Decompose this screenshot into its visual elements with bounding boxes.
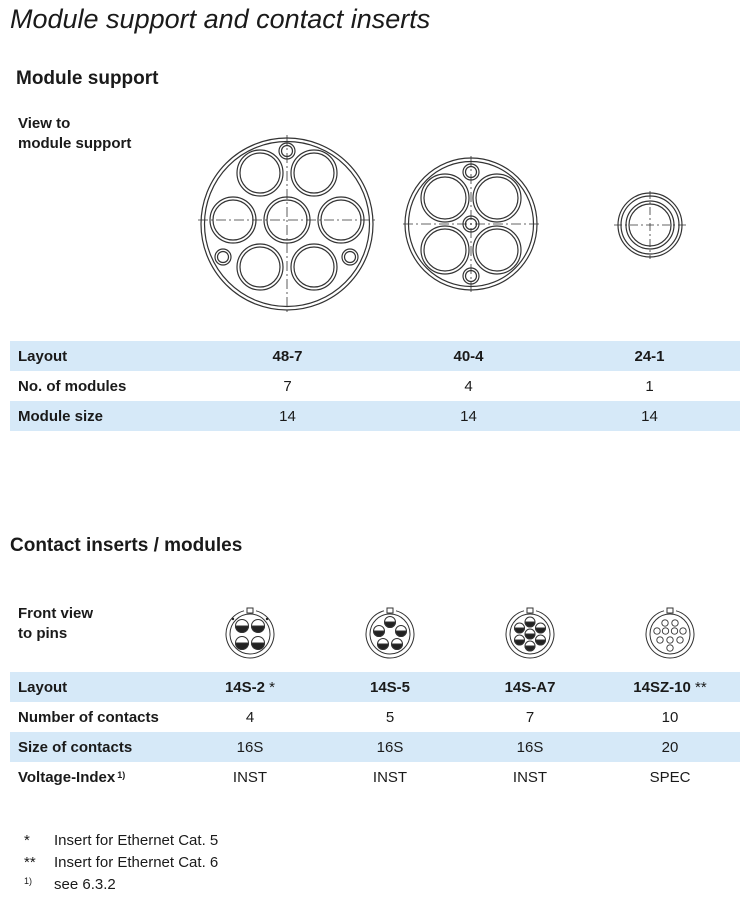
view-label-line-1: View to [18, 115, 71, 132]
cell: 4 [464, 377, 473, 395]
table-row: Number of contacts 4 5 7 10 [10, 702, 740, 732]
footnote-mark: * [24, 832, 30, 849]
layout-name: 14SZ-10 [633, 678, 691, 696]
row-label: Layout [10, 341, 197, 371]
footnote: ** Insert for Ethernet Cat. 6 [24, 852, 218, 874]
footnote-mark: 1) [24, 876, 33, 886]
footnote: 1) see 6.3.2 [24, 874, 116, 896]
table-row: Size of contacts 16S 16S 16S 20 [10, 732, 740, 762]
cell: SPEC [649, 768, 691, 786]
footnote-text: Insert for Ethernet Cat. 6 [54, 854, 219, 871]
module-support-40-4-drawing [403, 156, 539, 292]
insert-14S-2-drawing [225, 607, 275, 659]
cell: 14S-A7 [460, 672, 600, 702]
module-support-48-7-drawing [198, 135, 376, 313]
cell: 10 [661, 708, 679, 726]
row-label: Size of contacts [10, 732, 180, 762]
row-label: Module size [10, 401, 197, 431]
cell: 1 [645, 377, 654, 395]
cell: 48-7 [197, 341, 378, 371]
cell: 14 [378, 401, 559, 431]
insert-14S-5-drawing [365, 607, 415, 659]
cell: 16S [460, 732, 600, 762]
row-label: Number of contacts [18, 708, 159, 726]
cell: INST [232, 768, 268, 786]
cell: 14SZ-10 ** [600, 672, 740, 702]
contact-inserts-table: Layout 14S-2 * 14S-5 14S-A7 14SZ-10 ** N… [10, 672, 740, 792]
cell: 14S-2 * [180, 672, 320, 702]
cell: 20 [600, 732, 740, 762]
module-support-table: Layout 48-7 40-4 24-1 No. of modules 7 4… [10, 341, 740, 431]
page-title: Module support and contact inserts [10, 4, 431, 34]
cell: 14 [559, 401, 740, 431]
insert-14SZ-10-drawing [645, 607, 695, 659]
contact-inserts-heading: Contact inserts / modules [10, 535, 243, 556]
footnote-ref: 1) [117, 769, 126, 780]
footnote-mark: * [269, 678, 276, 696]
table-row: Module size 14 14 14 [10, 401, 740, 431]
cell: 14S-5 [320, 672, 460, 702]
footnote-mark: ** [695, 678, 707, 696]
cell: 4 [245, 708, 255, 726]
layout-name: 14S-5 [369, 678, 411, 696]
module-support-heading: Module support [16, 68, 159, 89]
module-support-view-label: View to module support [18, 114, 131, 154]
row-label: No. of modules [18, 377, 127, 395]
module-support-24-1-drawing [614, 191, 686, 259]
contact-inserts-view-label: Front view to pins [18, 604, 93, 644]
view-label-line-1: Front view [18, 605, 94, 622]
table-row: No. of modules 7 4 1 [10, 371, 740, 401]
cell: 16S [180, 732, 320, 762]
layout-name: 14S-A7 [504, 678, 556, 696]
view-label-line-2: module support [18, 135, 132, 152]
footnote-text: see 6.3.2 [54, 876, 116, 893]
table-row: Layout 48-7 40-4 24-1 [10, 341, 740, 371]
view-label-line-2: to pins [18, 625, 68, 642]
cell: 24-1 [559, 341, 740, 371]
cell: 16S [320, 732, 460, 762]
footnote-text: Insert for Ethernet Cat. 5 [54, 832, 219, 849]
footnote-mark: ** [24, 854, 36, 871]
cell: INST [372, 768, 408, 786]
cell: 40-4 [378, 341, 559, 371]
cell: 14 [197, 401, 378, 431]
cell: 7 [525, 708, 535, 726]
cell: INST [512, 768, 548, 786]
footnote: * Insert for Ethernet Cat. 5 [24, 830, 218, 852]
table-row: Layout 14S-2 * 14S-5 14S-A7 14SZ-10 ** [10, 672, 740, 702]
voltage-index-label: Voltage-Index [18, 768, 116, 786]
row-label: Layout [10, 672, 180, 702]
cell: 7 [283, 377, 292, 395]
layout-name: 14S-2 [224, 678, 265, 696]
cell: 5 [385, 708, 395, 726]
insert-14S-A7-drawing [505, 607, 555, 659]
